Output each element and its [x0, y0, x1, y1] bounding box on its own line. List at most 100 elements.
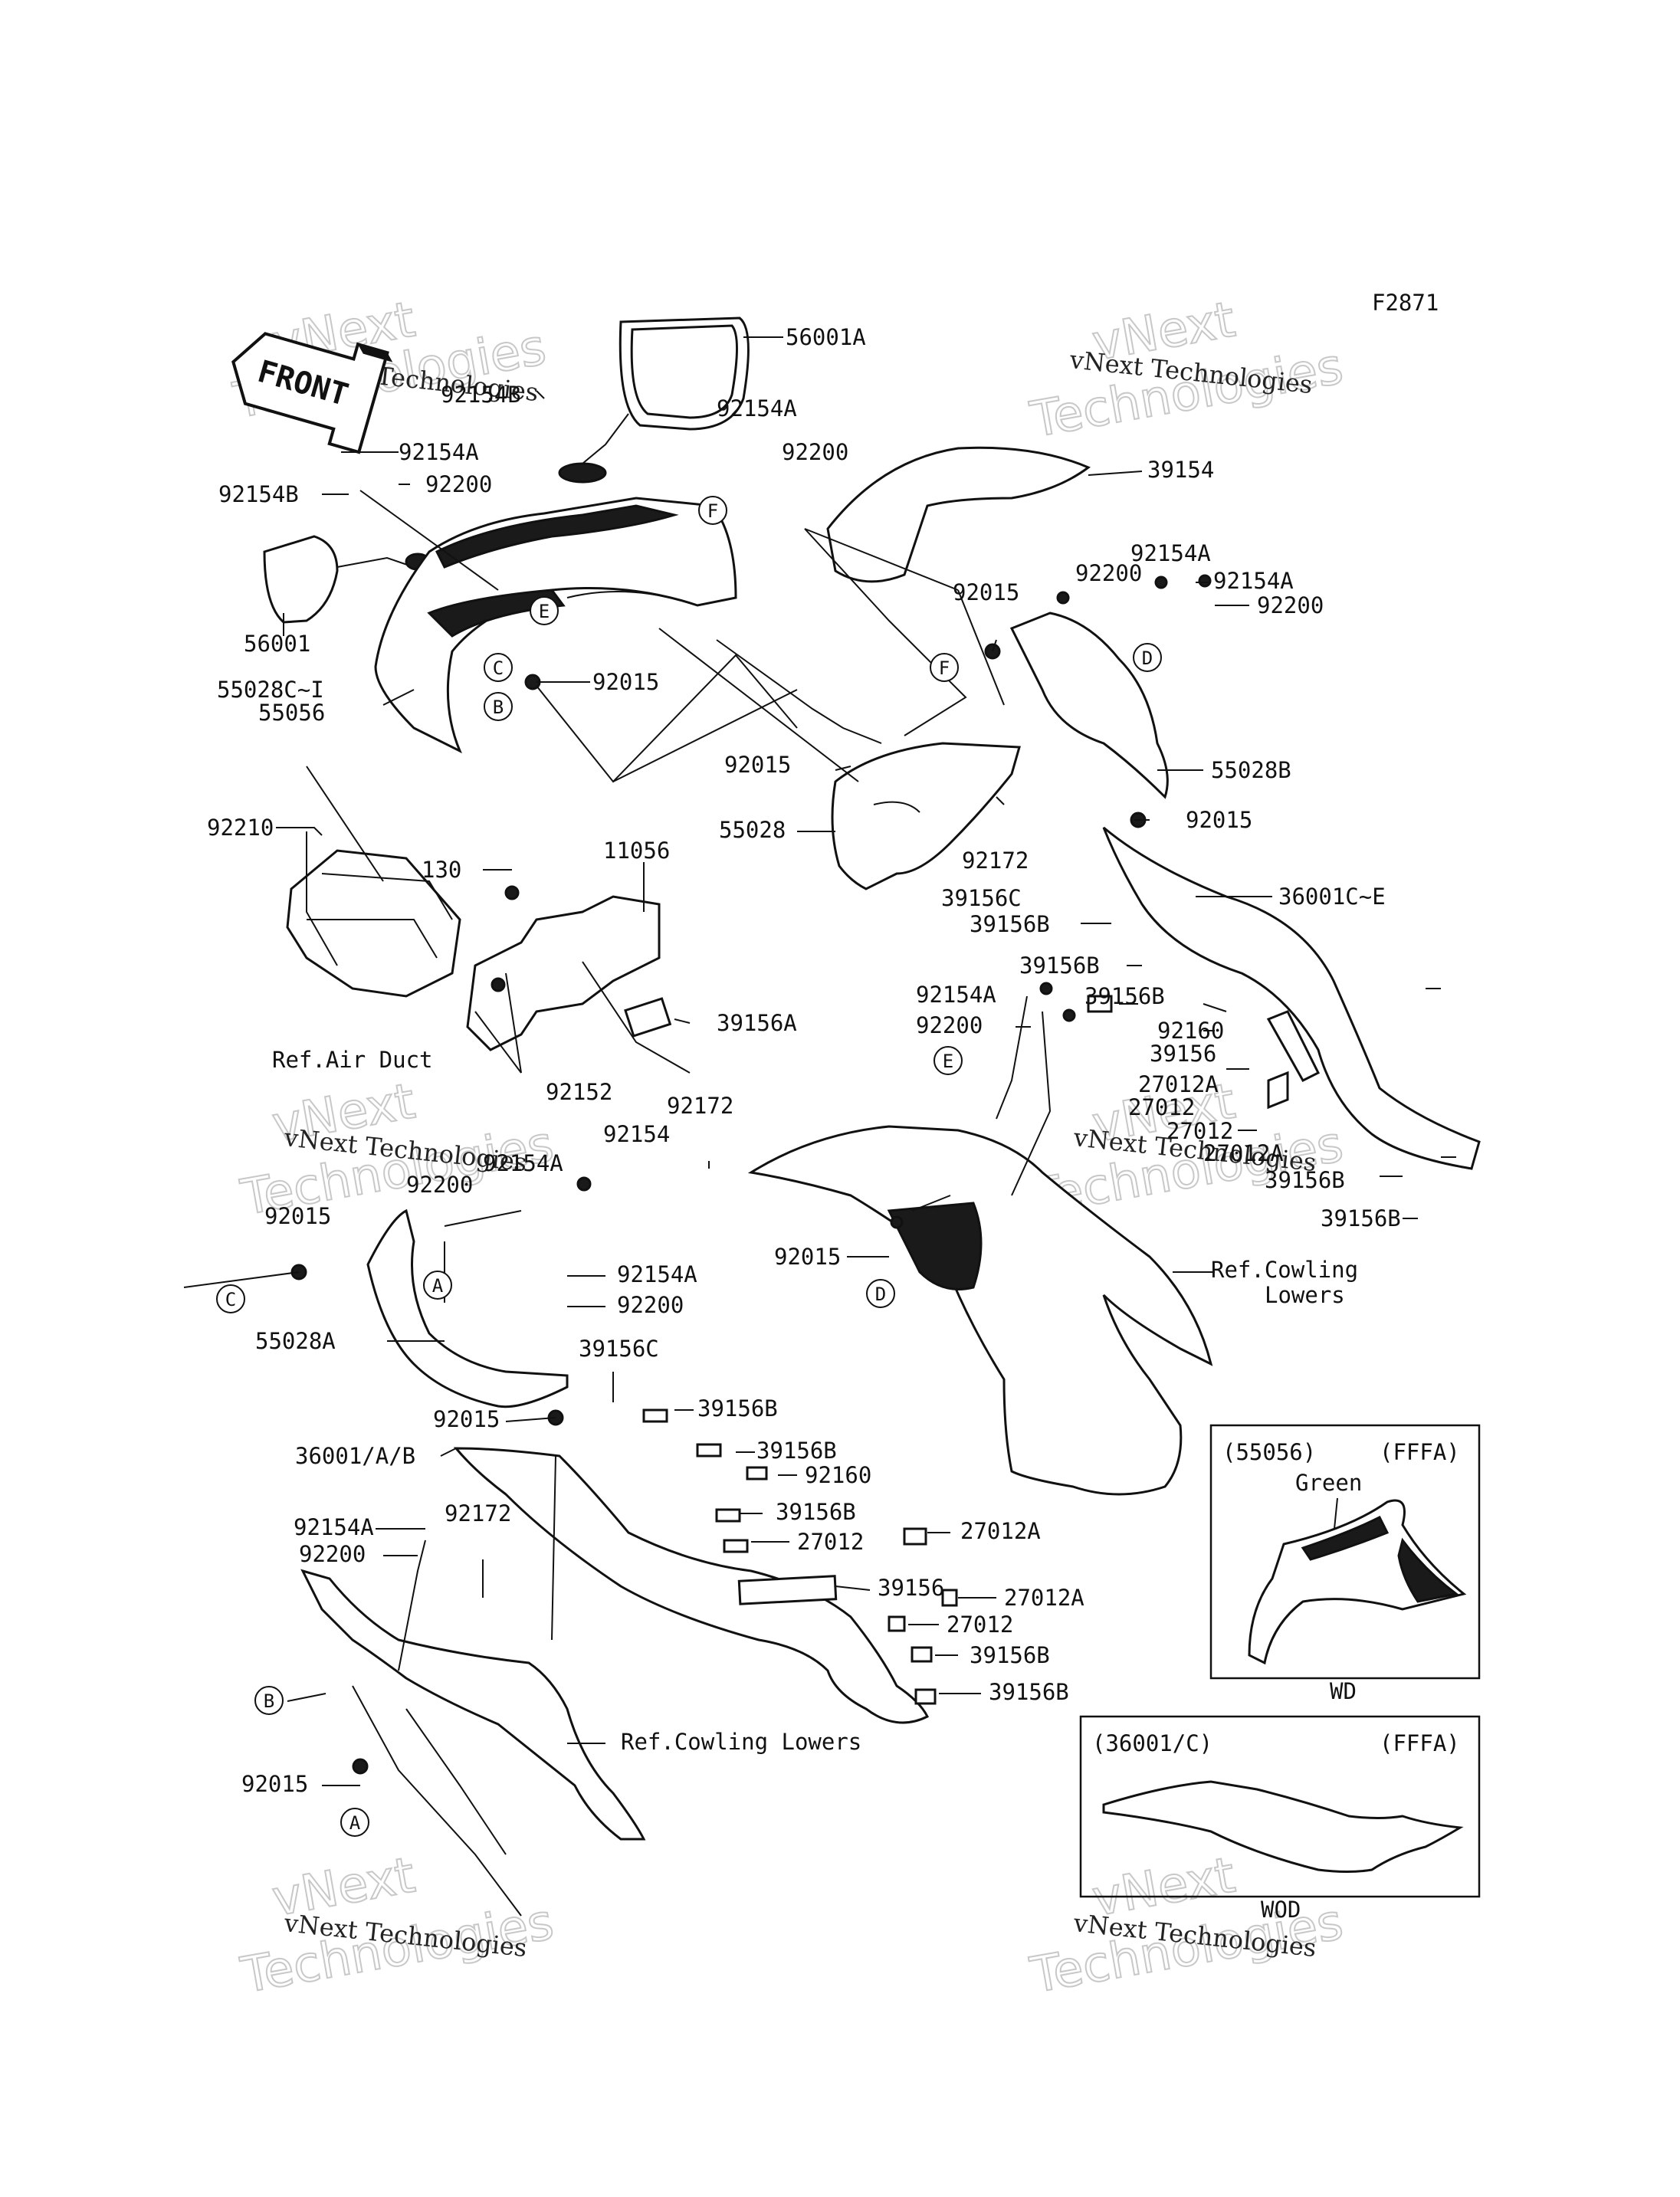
label-92200: 92200 [406, 1172, 473, 1198]
label-92015: 92015 [592, 669, 659, 695]
label-ref-cowling-lowers: Ref.Cowling Lowers [621, 1729, 861, 1755]
label-39156B: 39156B [1321, 1205, 1401, 1231]
label-39156B: 39156B [697, 1395, 778, 1421]
label-39156B: 39156B [1084, 983, 1165, 1009]
callout-B-top: B [484, 692, 513, 721]
inset-wd: (55056) (FFFA) Green WD [1209, 1424, 1481, 1704]
bracket-11056 [466, 895, 661, 1051]
label-ref-cowling: Ref.Cowling [1211, 1257, 1358, 1283]
watermark-bottom-right: vNext Technologies vNext Technologies [1025, 1846, 1348, 2005]
label-39156B: 39156B [756, 1438, 837, 1464]
part-labels: 56001A 92154B 92154A 92154A 92200 92154B… [207, 324, 1401, 1797]
front-arrow-icon: FRONT [231, 332, 393, 454]
inset-wd-code: (FFFA) [1380, 1439, 1460, 1465]
label-92154: 92154 [603, 1121, 670, 1147]
windscreen [826, 446, 1091, 583]
label-92200: 92200 [1257, 592, 1324, 618]
label-92154A: 92154A [916, 982, 996, 1008]
label-56001: 56001 [244, 631, 310, 657]
label-36001-A-B: 36001/A/B [295, 1443, 415, 1469]
callout-F-right: F [930, 653, 959, 682]
label-92154A: 92154A [399, 439, 479, 465]
label-92154A: 92154A [617, 1261, 697, 1287]
label-55028A: 55028A [255, 1328, 336, 1354]
svg-text:C: C [493, 657, 504, 679]
label-92154A: 92154A [483, 1150, 563, 1176]
watermark-bottom-left: vNext Technologies vNext Technologies [236, 1846, 559, 2005]
label-92015: 92015 [241, 1771, 308, 1797]
label-92015: 92015 [774, 1244, 841, 1270]
label-ref-air-duct: Ref.Air Duct [272, 1047, 433, 1073]
label-27012A: 27012A [1203, 1140, 1284, 1166]
label-92154B: 92154B [441, 382, 521, 408]
callout-E-center: E [934, 1046, 963, 1075]
label-27012: 27012 [1128, 1094, 1195, 1120]
label-39156C: 39156C [579, 1336, 659, 1362]
inner-cowl-center [747, 1125, 1213, 1496]
small-fasteners [290, 574, 1321, 1775]
label-92200: 92200 [1075, 560, 1142, 586]
label-92200: 92200 [916, 1012, 983, 1038]
callout-A-left: A [423, 1271, 452, 1300]
label-39156: 39156 [878, 1575, 944, 1601]
bracket-55028 [831, 742, 1021, 890]
label-39156A: 39156A [717, 1010, 797, 1036]
svg-text:D: D [875, 1284, 886, 1305]
label-92160: 92160 [1157, 1018, 1224, 1044]
label-92200: 92200 [425, 471, 492, 497]
inset-wod-code: (FFFA) [1380, 1730, 1460, 1756]
label-27012: 27012 [947, 1612, 1013, 1638]
label-27012: 27012 [1166, 1118, 1233, 1144]
inner-panel-55028B [1009, 612, 1169, 799]
label-55056: 55056 [258, 700, 325, 726]
label-92015: 92015 [1186, 807, 1252, 833]
side-cowl-right [1102, 826, 1481, 1170]
svg-text:C: C [225, 1289, 236, 1310]
callout-B-bottom: B [254, 1686, 284, 1715]
label-92172: 92172 [667, 1093, 733, 1119]
svg-text:E: E [539, 601, 550, 622]
inner-cowl-left [300, 1569, 646, 1917]
label-56001A: 56001A [786, 324, 866, 350]
label-92015: 92015 [264, 1203, 331, 1229]
leader-lines [183, 336, 1456, 1786]
svg-text:E: E [943, 1051, 953, 1072]
label-27012A: 27012A [1138, 1071, 1219, 1097]
svg-text:D: D [1142, 648, 1153, 669]
callout-A-bottom: A [340, 1808, 369, 1837]
label-130: 130 [422, 857, 461, 883]
svg-text:A: A [349, 1812, 361, 1834]
inset-wd-part: (55056) [1222, 1439, 1316, 1465]
callout-D-right: D [1133, 643, 1162, 672]
callout-C-top: C [484, 653, 513, 682]
svg-text:B: B [493, 697, 504, 718]
label-39156B: 39156B [1019, 953, 1100, 979]
mirror-right [558, 316, 750, 484]
mirror-left [263, 535, 431, 624]
label-92154A: 92154A [294, 1514, 374, 1540]
svg-text:B: B [264, 1690, 274, 1712]
label-92015: 92015 [724, 752, 791, 778]
label-39156B: 39156B [970, 911, 1050, 937]
label-27012: 27012 [797, 1529, 864, 1555]
label-55028B: 55028B [1211, 757, 1291, 783]
inner-panel-55028A [366, 1208, 569, 1408]
inset-wd-color: Green [1295, 1470, 1362, 1496]
svg-text:F: F [707, 500, 718, 522]
figure-code: F2871 [1372, 290, 1439, 316]
label-92172: 92172 [962, 848, 1029, 874]
callout-E-top: E [530, 596, 559, 625]
inset-wd-caption: WD [1330, 1678, 1357, 1704]
label-92200: 92200 [299, 1541, 366, 1567]
svg-text:F: F [939, 657, 950, 679]
label-lowers: Lowers [1265, 1282, 1345, 1308]
inset-wod: (36001/C) (FFFA) WOD [1079, 1715, 1481, 1923]
label-55028: 55028 [719, 817, 786, 843]
label-92160: 92160 [805, 1462, 871, 1488]
label-92015: 92015 [433, 1406, 500, 1432]
label-92152: 92152 [546, 1079, 612, 1105]
label-92200: 92200 [782, 439, 848, 465]
label-39156C: 39156C [941, 885, 1022, 911]
label-92015: 92015 [953, 579, 1019, 605]
